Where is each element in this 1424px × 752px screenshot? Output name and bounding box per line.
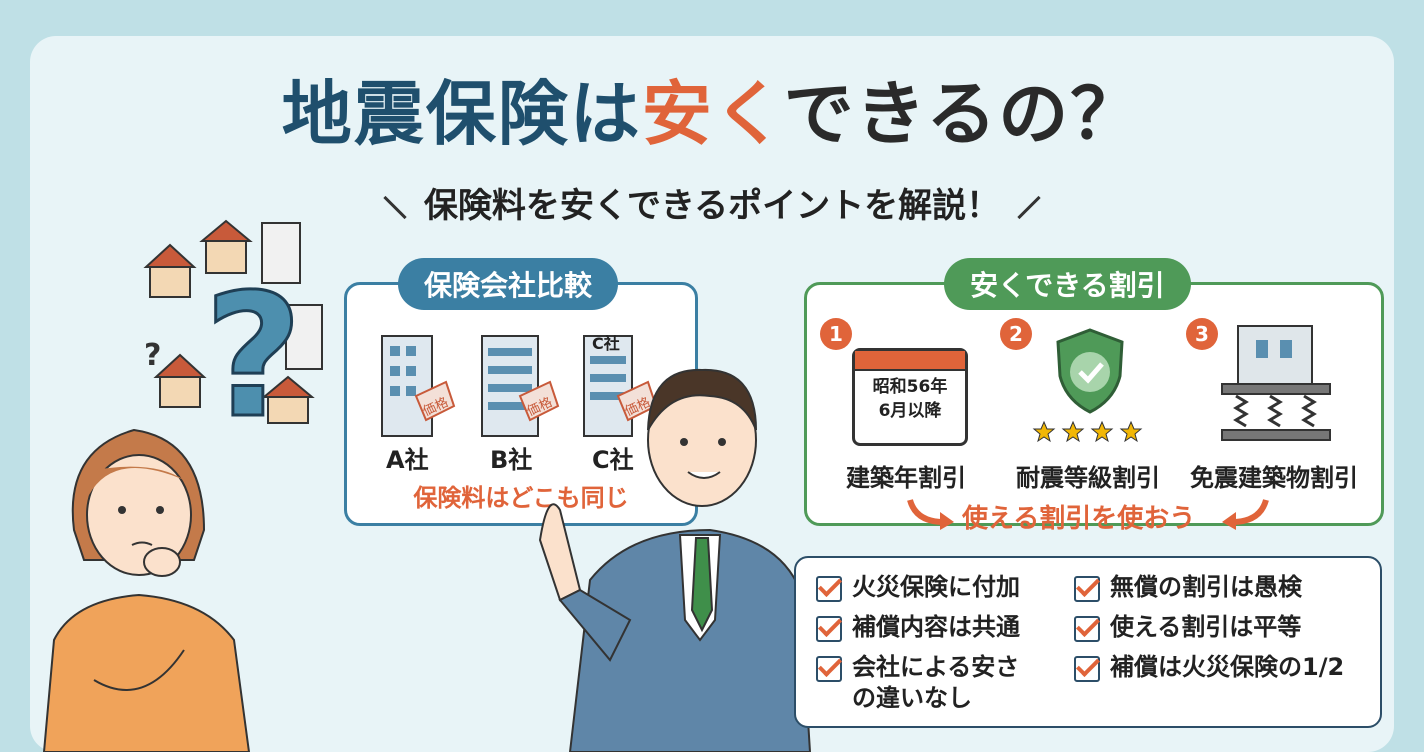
- title-part1: 地震保険は: [281, 73, 642, 155]
- check-text: 会社による安さの違いなし: [852, 653, 1020, 712]
- subtitle: 保険料を安くできるポイントを解説！: [0, 178, 1424, 227]
- checkbox-icon: [816, 656, 842, 682]
- title-part2: 安く: [641, 73, 784, 155]
- houses-question-illustration: ? ?: [143, 219, 323, 455]
- discount-label-3: 免震建築物割引: [1190, 464, 1358, 492]
- check-text: 火災保険に付加: [852, 573, 1020, 601]
- checkbox-icon: [816, 616, 842, 642]
- check-item: 会社による安さの違いなし: [816, 652, 1056, 714]
- checkbox-icon: [1074, 576, 1100, 602]
- check-text: 補償内容は共通: [852, 613, 1020, 641]
- shield-icon: [1056, 328, 1124, 414]
- svg-text:?: ?: [204, 258, 303, 455]
- woman-illustration: [42, 428, 251, 752]
- compare-heading: 保険会社比較: [398, 258, 619, 310]
- discount-note: 使える割引を使おう: [962, 504, 1196, 534]
- company-a-building-icon: [381, 335, 456, 437]
- discount-heading: 安くできる割引: [944, 258, 1191, 310]
- house-icon: [143, 219, 323, 424]
- company-b-label: B社: [490, 446, 533, 474]
- discount-number-1: 1: [820, 318, 852, 350]
- page-title: 地震保険は安くできるの？: [0, 58, 1424, 159]
- subtitle-text: 保険料を安くできるポイントを解説！: [423, 186, 1001, 226]
- title-part3: できるの？: [783, 73, 1143, 155]
- compare-note: 保険料はどこも同じ: [413, 484, 629, 512]
- seismic-isolation-icon: [1221, 325, 1331, 441]
- checkbox-icon: [1074, 616, 1100, 642]
- check-item: 補償内容は共通: [816, 612, 1020, 643]
- svg-text:?: ?: [144, 338, 161, 373]
- check-text: 無償の割引は愚検: [1110, 573, 1302, 601]
- discount-label-2: 耐震等級割引: [1016, 464, 1160, 492]
- discount-number-3: 3: [1186, 318, 1218, 350]
- company-b-building-icon: [481, 335, 560, 437]
- arrow-left-icon: [907, 499, 954, 530]
- check-item: 使える割引は平等: [1074, 612, 1301, 643]
- calendar-text: 昭和56年 6月以降: [872, 377, 948, 421]
- checkbox-icon: [816, 576, 842, 602]
- checkbox-icon: [1074, 656, 1100, 682]
- stars-icon: [1032, 420, 1143, 443]
- check-item: 無償の割引は愚検: [1074, 572, 1302, 603]
- calendar-icon: 昭和56年 6月以降: [852, 348, 968, 446]
- check-item: 火災保険に付加: [816, 572, 1020, 603]
- discount-label-1: 建築年割引: [846, 464, 966, 492]
- company-a-label: A社: [386, 446, 429, 474]
- check-item: 補償は火災保険の1/2: [1074, 652, 1344, 683]
- check-text: 使える割引は平等: [1110, 613, 1302, 641]
- man-illustration: [538, 368, 812, 752]
- building-sign: C社: [592, 334, 620, 353]
- arrow-right-icon: [1222, 499, 1269, 530]
- discount-number-2: 2: [1000, 318, 1032, 350]
- check-text: 補償は火災保険の1/2: [1110, 653, 1345, 681]
- slash-right: [1017, 195, 1041, 220]
- slash-left: [383, 195, 407, 220]
- company-c-label: C社: [592, 446, 634, 474]
